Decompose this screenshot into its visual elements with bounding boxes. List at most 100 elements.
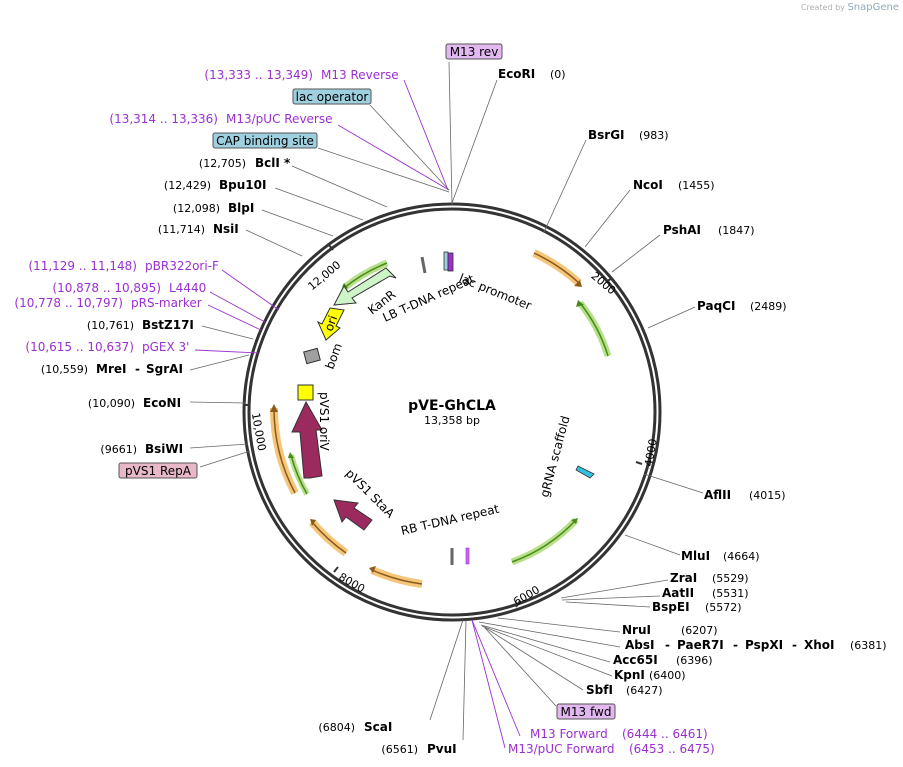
paqci-pos: (2489) <box>750 300 787 313</box>
mrei-pos: (10,559) <box>41 363 88 376</box>
pvs1-staa-arrow <box>333 499 373 531</box>
blpi-name: BlpI <box>228 201 254 215</box>
aatii-pos: (5531) <box>712 587 749 600</box>
lac-operator-feature <box>443 251 449 271</box>
kanr-arrow <box>333 267 397 306</box>
bom-feature <box>303 347 321 365</box>
mlui-name: MluI <box>681 549 710 563</box>
mlui-pos: (4664) <box>723 550 760 563</box>
nrui-name: NruI <box>622 623 651 637</box>
backbone-inner <box>247 207 657 617</box>
ecori-name: EcoRI <box>498 67 535 81</box>
aflii-pos: (4015) <box>749 489 786 502</box>
l4440-name: L4440 <box>169 281 206 295</box>
pbr322ori-pos: (11,129 .. 11,148) <box>28 259 137 273</box>
lac-promoter-feature <box>447 252 454 272</box>
pspxi-name: PspXI <box>745 638 783 652</box>
kpni-name: KpnI <box>614 668 645 682</box>
pvs1-repa-arrow <box>291 400 323 479</box>
prs-marker-pos: (10,778 .. 10,797) <box>14 296 123 310</box>
m13-puc-reverse-name: M13/pUC Reverse <box>226 112 333 126</box>
lb-repeat-mark <box>420 256 427 274</box>
tick-label-2000: 2000 <box>588 269 618 297</box>
pvui-name: PvuI <box>427 742 457 756</box>
pbr322ori-name: pBR322ori-F <box>145 259 219 273</box>
bpu10i-pos: (12,429) <box>164 179 211 192</box>
bstz17i-name: BstZ17I <box>142 318 194 332</box>
prs-marker-name: pRS-marker <box>131 296 202 310</box>
m13-forward-pos: (6444 .. 6461) <box>622 727 708 741</box>
zrai-name: ZraI <box>670 571 697 585</box>
dash-2: - <box>733 638 738 652</box>
econi-pos: (10,090) <box>88 397 135 410</box>
tick-label-4000: 4000 <box>642 438 660 468</box>
scai-pos: (6804) <box>318 721 355 734</box>
m13-forward-name: M13 Forward <box>530 727 608 741</box>
grna-scaffold-label: gRNA scaffold <box>537 414 572 498</box>
tick-marks <box>243 244 643 608</box>
pgex3-name: pGEX 3' <box>142 340 189 354</box>
rb-repeat-label: RB T-DNA repeat <box>400 502 501 538</box>
pvs1-oriv-label: pVS1 oriV <box>317 392 331 452</box>
m13-puc-forward-name: M13/pUC Forward <box>508 742 615 756</box>
orange-features <box>269 249 582 588</box>
pgex3-pos: (10,615 .. 10,637) <box>25 340 134 354</box>
bstz17i-pos: (10,761) <box>87 319 134 332</box>
sbfi-pos: (6427) <box>626 684 663 697</box>
bspei-pos: (5572) <box>705 601 742 614</box>
m13-puc-reverse-pos: (13,314 .. 13,336) <box>109 112 218 126</box>
absi-name: AbsI <box>625 638 654 652</box>
cap-binding-site-label: CAP binding site <box>216 134 314 148</box>
aflii-name: AflII <box>704 488 731 502</box>
pvs1-repa-label: pVS1 RepA <box>125 464 192 478</box>
ori-label: ori <box>322 314 340 333</box>
lac-operator-label: lac operator <box>296 90 369 104</box>
sbfi-name: SbfI <box>586 683 613 697</box>
ecori-pos: (0) <box>550 68 566 81</box>
mrei-name: MreI <box>96 362 126 376</box>
pshai-pos: (1847) <box>718 224 755 237</box>
credit-prefix: Created by <box>800 3 845 12</box>
bsrgi-pos: (983) <box>639 129 669 142</box>
pshai-name: PshAI <box>663 223 701 237</box>
kpni-pos: (6400) <box>649 669 686 682</box>
acc65i-pos: (6396) <box>676 654 713 667</box>
bsrgi-name: BsrGI <box>588 128 625 142</box>
box-pvs1-repa: pVS1 RepA <box>118 462 198 479</box>
bcli-pos: (12,705) <box>199 157 246 170</box>
pvs1-oriv-feature <box>297 384 314 401</box>
plasmid-size: 13,358 bp <box>424 414 480 427</box>
pvui-pos: (6561) <box>381 743 418 756</box>
snapgene-logo: SnapGene <box>847 2 899 13</box>
bcli-name: BclI * <box>255 156 291 170</box>
blpi-pos: (12,098) <box>173 202 220 215</box>
m13-rev-label: M13 rev <box>450 45 499 59</box>
paqci-name: PaqCI <box>697 299 735 313</box>
m13-reverse-name: M13 Reverse <box>321 68 399 82</box>
left-connectors <box>189 104 450 468</box>
nsii-name: NsiI <box>213 222 239 236</box>
purple-connectors <box>194 79 521 749</box>
m13-fwd-label: M13 fwd <box>561 705 612 719</box>
acc65i-name: Acc65I <box>613 653 658 667</box>
rb-purple-mark <box>465 547 470 565</box>
bspei-name: BspEI <box>652 600 690 614</box>
dash-1: - <box>665 638 670 652</box>
bpu10i-name: Bpu10I <box>219 178 266 192</box>
l4440-pos: (10,878 .. 10,895) <box>52 281 161 295</box>
dash-4: - <box>135 362 140 376</box>
box-m13-rev: M13 rev <box>445 43 503 60</box>
zrai-pos: (5529) <box>712 572 749 585</box>
absi-pos: (6381) <box>850 639 887 652</box>
aatii-name: AatII <box>662 586 694 600</box>
nsii-pos: (11,714) <box>158 223 205 236</box>
ncoi-pos: (1455) <box>678 179 715 192</box>
sgrai-name: SgrAI <box>146 362 183 376</box>
bsiwi-name: BsiWI <box>145 442 183 456</box>
bsiwi-pos: (9661) <box>100 443 137 456</box>
box-cap-binding-site: CAP binding site <box>212 132 318 149</box>
tick-label-12000: 12,000 <box>305 258 343 293</box>
scai-name: ScaI <box>364 720 392 734</box>
xhoi-name: XhoI <box>804 638 835 652</box>
